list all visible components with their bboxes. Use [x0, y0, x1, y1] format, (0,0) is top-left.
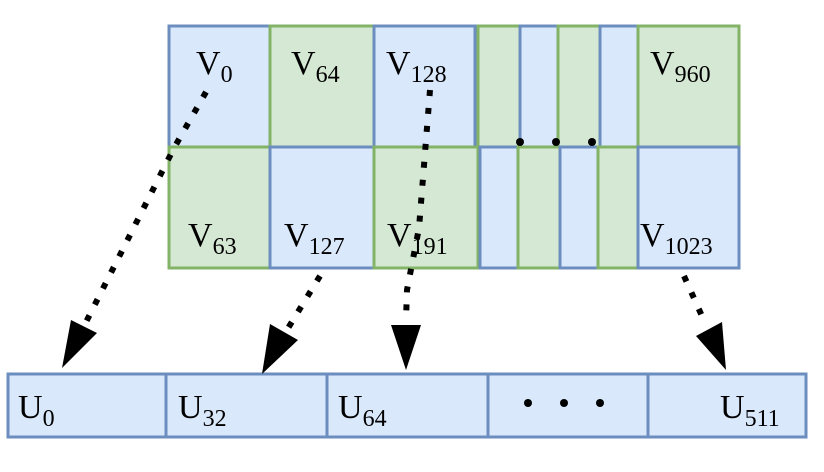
v-cell-filler-b2 — [598, 24, 640, 149]
u-cell-u32 — [164, 372, 329, 439]
label-v0: V0 — [196, 45, 233, 88]
u-ellipsis-dot-3 — [596, 399, 604, 407]
arrow-v128-to-u64 — [391, 89, 433, 370]
arrow-v128-to-u64-head — [391, 325, 421, 370]
v-grid — [167, 24, 741, 270]
v-cell-v127 — [268, 145, 376, 270]
label-u0: U0 — [18, 389, 55, 432]
u-cell-u511 — [646, 372, 808, 439]
label-v64: V64 — [291, 45, 340, 88]
label-v128: V128 — [386, 45, 447, 88]
v-cell-filler-g2 — [556, 24, 602, 149]
v-cell-v64 — [268, 24, 376, 149]
arrow-v127-to-u32-line — [279, 274, 323, 340]
v-ellipsis-dot-1 — [516, 138, 524, 146]
arrow-v127-to-u32-head — [262, 324, 298, 374]
v-cell-filler-g1 — [476, 24, 522, 149]
arrow-v0-to-u0-line — [79, 90, 209, 332]
v-cell-v1023 — [636, 145, 741, 270]
arrow-v1023-to-u511-head — [696, 322, 726, 370]
label-v960: V960 — [650, 45, 711, 88]
u-cell-u0 — [6, 372, 168, 439]
v-cell-v960 — [636, 24, 741, 149]
u-ellipsis-dot-1 — [524, 399, 532, 407]
v-cell-filler-g3 — [516, 145, 562, 270]
v-cell-filler-g4 — [596, 145, 640, 270]
arrow-v128-to-u64-line — [403, 89, 433, 321]
arrow-v1023-to-u511 — [681, 274, 726, 370]
arrow-v127-to-u32 — [262, 274, 323, 374]
arrow-v0-to-u0 — [62, 90, 209, 368]
label-v191: V191 — [387, 217, 448, 260]
v-ellipsis-dot-2 — [552, 138, 560, 146]
arrow-v1023-to-u511-line — [681, 274, 709, 327]
v-cell-filler-b4 — [558, 145, 600, 270]
label-u32: U32 — [178, 389, 227, 432]
label-v1023: V1023 — [640, 217, 713, 260]
u-ellipsis-dot-2 — [560, 399, 568, 407]
v-ellipsis — [516, 138, 596, 146]
v-cell-filler-b1 — [518, 24, 560, 149]
label-u511: U511 — [720, 389, 780, 432]
label-u64: U64 — [338, 389, 387, 432]
v-cell-v63 — [167, 145, 272, 270]
v-ellipsis-dot-3 — [588, 138, 596, 146]
label-v127: V127 — [284, 217, 345, 260]
v-cell-filler-b3 — [478, 145, 520, 270]
arrow-v0-to-u0-head — [62, 320, 97, 368]
u-row — [6, 372, 808, 439]
u-cell-ellipsis — [486, 372, 650, 439]
label-v63: V63 — [188, 217, 237, 260]
u-cell-u64 — [325, 372, 490, 439]
u-ellipsis — [524, 399, 604, 407]
